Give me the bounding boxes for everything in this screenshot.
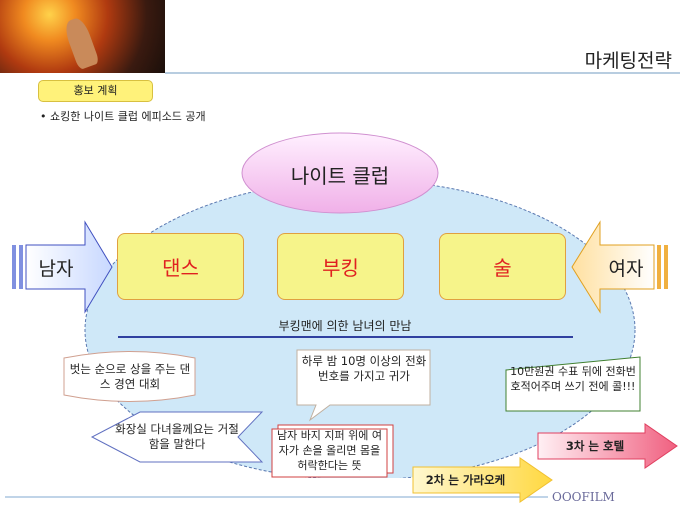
booking-note-shape bbox=[296, 349, 431, 422]
right-arrow-shape bbox=[571, 220, 668, 314]
third-arrow-label: 3차 는 호텔 bbox=[565, 439, 625, 453]
plan-label: 홍보 계획 bbox=[38, 80, 153, 102]
third-arrow-shape bbox=[537, 423, 678, 469]
check-note: 10만원권 수표 뒤에 전화번호적어주며 쓰기 전에 콜!!! bbox=[510, 365, 636, 393]
box-booking: 부킹 bbox=[277, 233, 404, 300]
box-drinks: 술 bbox=[439, 233, 566, 300]
dance-note: 벗는 순으로 상을 주는 댄스 경연 대회 bbox=[69, 362, 191, 391]
zipper-note: 남자 바지 지퍼 위에 여자가 손을 올리면 몸을 허락한다는 뜻 bbox=[276, 429, 383, 472]
footer-brand: OOOFILM bbox=[552, 490, 615, 504]
plan-bullet: • 쇼킹한 나이트 클럽 에피소드 공개 bbox=[40, 110, 206, 123]
booking-note: 하루 밤 10명 이상의 전화번호를 가지고 귀가 bbox=[301, 354, 427, 383]
restroom-note-shape bbox=[90, 411, 264, 463]
check-note-shape bbox=[505, 356, 641, 412]
second-arrow-shape bbox=[412, 457, 553, 503]
dance-note-shape bbox=[63, 351, 196, 402]
second-arrow-label: 2차 는 가라오케 bbox=[425, 473, 506, 487]
bullet-text: 쇼킹한 나이트 클럽 에피소드 공개 bbox=[50, 110, 206, 123]
left-arrow-shape bbox=[12, 220, 113, 314]
left-arrow-label: 남자 bbox=[38, 258, 74, 280]
center-label: 나이트 클럽 bbox=[290, 164, 390, 188]
restroom-note: 화장실 다녀올께요는 거절함을 말한다 bbox=[115, 422, 239, 451]
page-title: 마케팅전략 bbox=[584, 50, 672, 72]
diagram-caption: 부킹맨에 의한 남녀의 만남 bbox=[278, 319, 412, 333]
center-ellipse bbox=[241, 132, 439, 214]
box-dance: 댄스 bbox=[117, 233, 244, 300]
right-arrow-label: 여자 bbox=[608, 258, 644, 280]
header-photo bbox=[0, 0, 165, 73]
header-divider bbox=[165, 72, 680, 74]
